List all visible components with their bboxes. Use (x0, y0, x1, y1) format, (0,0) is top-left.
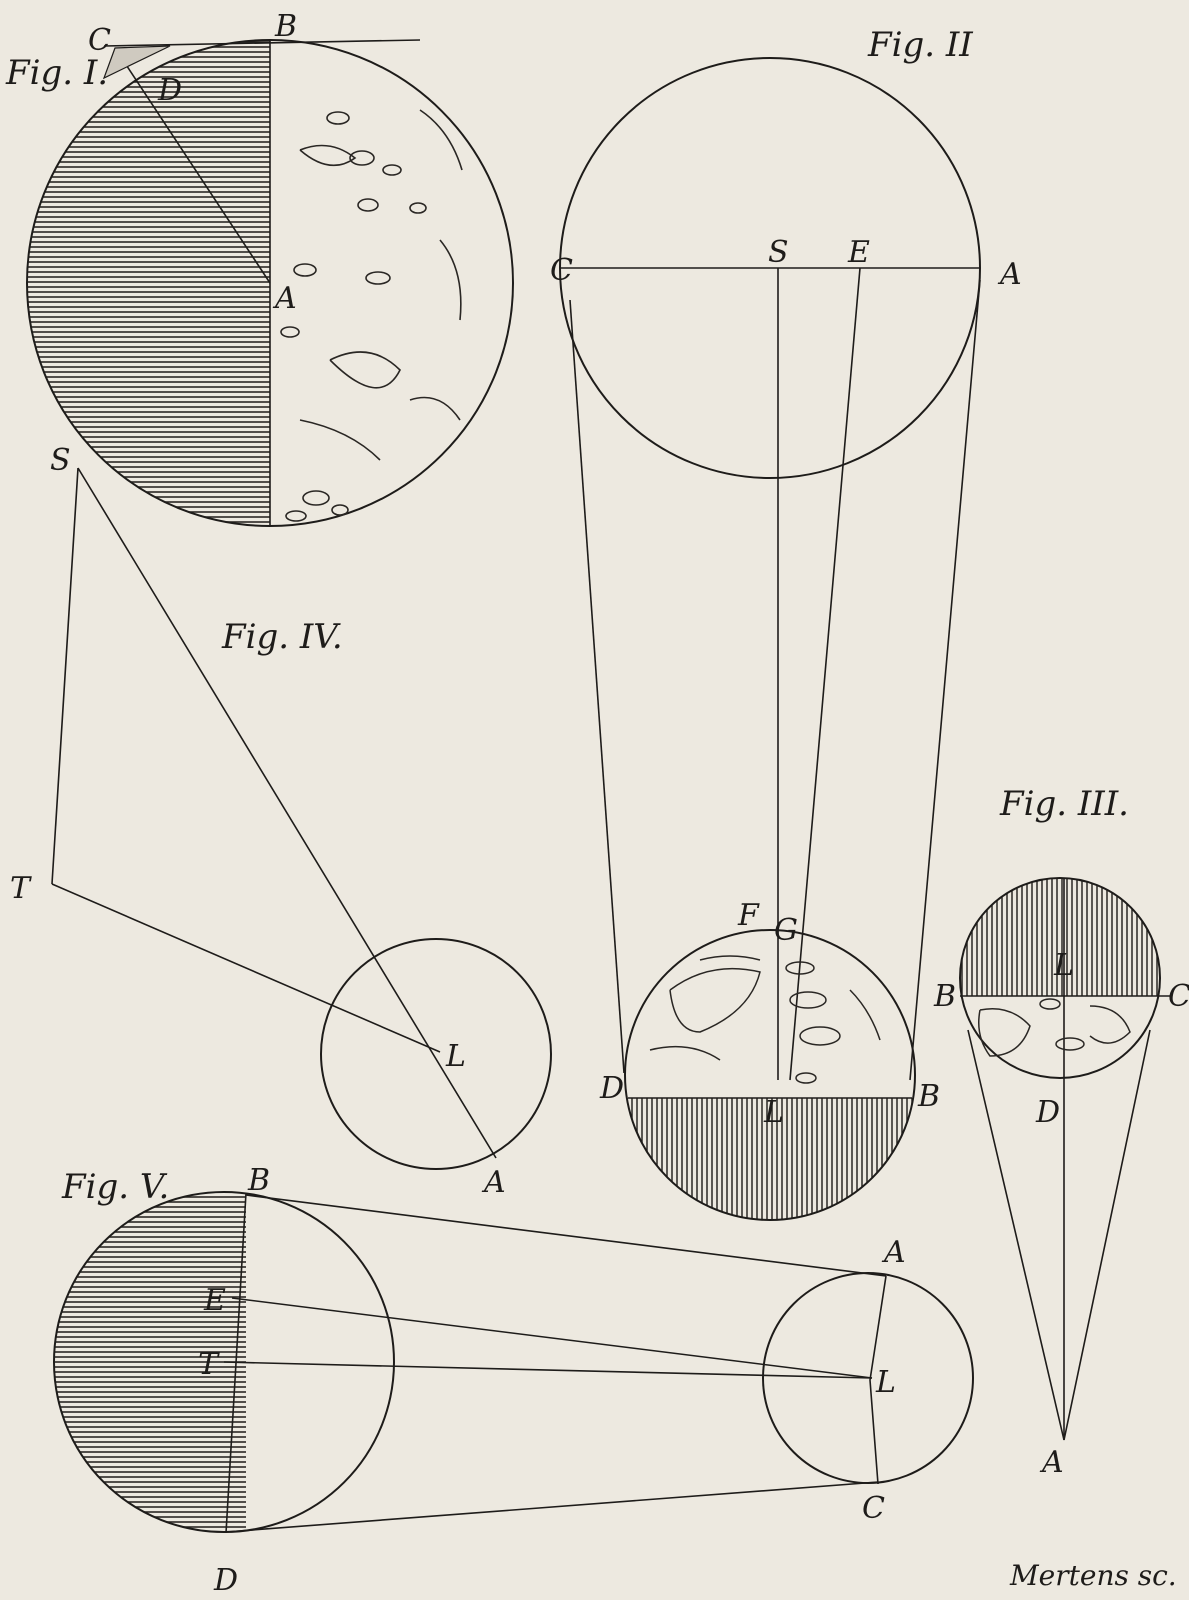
figure-5-label-C: C (862, 1491, 885, 1526)
figure-5-label-L: L (875, 1365, 896, 1400)
figure-4-moon-disc (320, 938, 552, 1170)
figure-5-title: Fig. V. (61, 1167, 169, 1207)
figure-3-label-A: A (1039, 1445, 1064, 1480)
figure-3-label-B: B (933, 979, 956, 1014)
figure-2-label-D: D (599, 1071, 624, 1106)
figure-1-label-C: C (88, 23, 111, 58)
figure-4-line-T-L (51, 883, 441, 1053)
figure-2-label-G: G (774, 913, 798, 948)
figure-5-moon-axis (869, 1275, 887, 1485)
figure-3-cone-lines (967, 1029, 1151, 1441)
figure-5: Fig. V. B E T D A L C (53, 1163, 974, 1598)
figure-5-line-B-A (245, 1194, 887, 1277)
figure-1-label-B: B (274, 9, 297, 44)
figure-2: Fig. II C S E A F G D L B (550, 25, 1022, 1221)
figure-1-shadow-half (27, 40, 270, 526)
figure-3-shadow-half (960, 878, 1160, 996)
figure-2-label-L: L (763, 1095, 784, 1130)
figure-4: Fig. IV. S T L A (10, 443, 552, 1200)
figure-3-title: Fig. III. (999, 784, 1129, 824)
figure-2-label-C: C (550, 253, 573, 288)
figure-4-label-A: A (481, 1165, 506, 1200)
figure-2-line-E-G (789, 267, 861, 1081)
figure-5-shadow-half (54, 1192, 246, 1532)
engraver-signature: Mertens sc. (1009, 1559, 1177, 1592)
figure-3-label-L: L (1053, 948, 1074, 983)
figure-4-title: Fig. IV. (221, 617, 343, 657)
figure-4-label-S: S (50, 443, 71, 478)
figure-5-line-E-L (231, 1297, 873, 1379)
figure-2-label-A: A (997, 257, 1022, 292)
figure-1-mountain-peak (102, 45, 171, 80)
figure-3-landmass-marks (978, 998, 1131, 1057)
figure-3-earth-disc (959, 877, 1161, 1079)
figure-1-label-A: A (272, 281, 297, 316)
figure-3-label-D: D (1035, 1095, 1060, 1130)
figure-1-ray (114, 47, 271, 284)
figure-2-title: Fig. II (867, 25, 973, 65)
figure-5-line-T-L (223, 1361, 873, 1379)
figure-4-line-S-T (51, 467, 79, 885)
figure-4-label-L: L (445, 1039, 466, 1074)
figure-2-label-F: F (737, 898, 760, 933)
figure-5-label-D: D (213, 1563, 238, 1598)
figure-1: Fig. I. C B D A (5, 9, 514, 527)
figure-1-tangent-line (103, 39, 421, 47)
figure-5-label-E: E (203, 1283, 226, 1318)
figure-5-label-A: A (881, 1235, 906, 1270)
figure-1-title: Fig. I. (5, 53, 108, 93)
figure-2-left-tangent (569, 299, 625, 1074)
figure-3-label-C: C (1168, 979, 1189, 1014)
figure-1-label-D: D (157, 73, 182, 108)
figure-2-right-tangent (909, 279, 981, 1081)
figure-1-crater-marks (280, 109, 463, 522)
figure-3: Fig. III. B C L D A (933, 784, 1189, 1480)
figure-5-line-D-C (225, 1481, 879, 1533)
figure-2-landmass-marks (649, 955, 881, 1084)
figure-2-label-S: S (768, 235, 789, 270)
figure-2-shadow-half (626, 1098, 914, 1220)
figure-5-label-B: B (247, 1163, 270, 1198)
figure-4-line-S-A (77, 467, 497, 1159)
figure-5-earth-disc (53, 1191, 395, 1533)
figure-2-earth-disc (624, 929, 916, 1221)
figure-2-label-E: E (847, 235, 870, 270)
figure-2-label-B: B (917, 1079, 940, 1114)
figure-4-label-T: T (10, 871, 32, 906)
figure-5-label-T: T (198, 1347, 220, 1382)
